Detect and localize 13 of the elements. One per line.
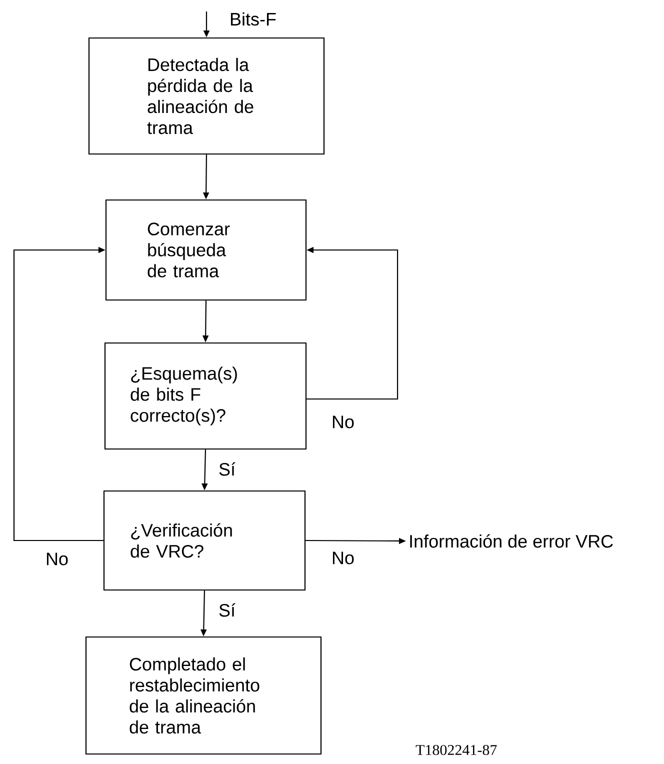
edge-label: No xyxy=(46,552,68,566)
edge-label: Sí xyxy=(219,603,236,617)
edge-label: No xyxy=(332,552,354,564)
process-box: ¿Verificación de VRC? xyxy=(103,490,306,591)
edge-label: No xyxy=(332,416,354,428)
process-box: ¿Esquema(s) de bits F correcto(s)? xyxy=(104,342,307,450)
flow-text: Información de error VRC xyxy=(410,534,613,548)
process-box: Completado el restablecimiento de la alineación de trama xyxy=(85,636,322,755)
process-box: Comenzar búsqueda de trama xyxy=(105,199,307,301)
figure-code: T1802241-87 xyxy=(416,744,497,756)
process-box: Detectada la pérdida de la alineación de trama xyxy=(88,37,325,155)
edge-label: Bits-F xyxy=(230,12,276,26)
edge-label: Sí xyxy=(219,462,236,476)
